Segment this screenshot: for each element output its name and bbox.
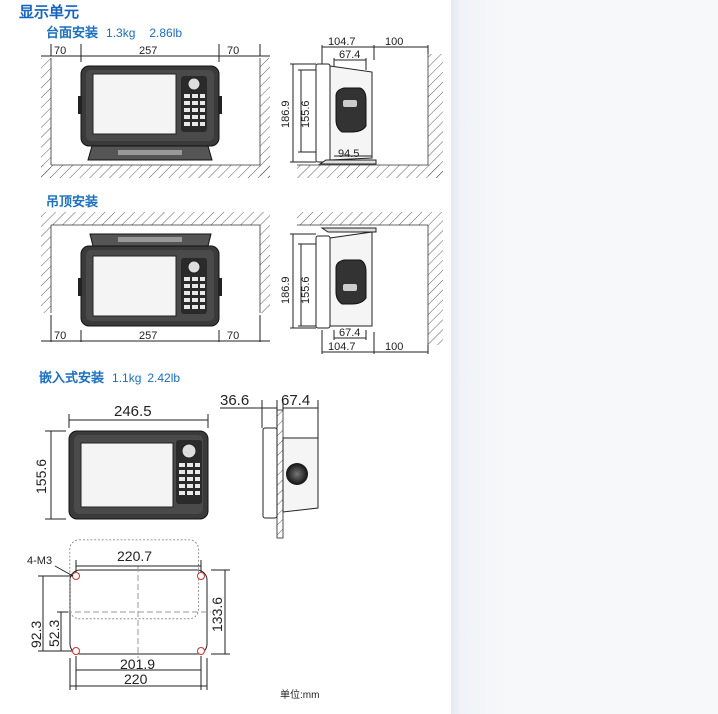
desk-dim-left-gap: 70	[54, 45, 66, 57]
ceiling-front-view	[41, 212, 270, 342]
cutout-dim-inner-width: 201.9	[120, 656, 155, 672]
cutout-template	[38, 539, 230, 690]
desk-dim-front-width: 257	[139, 45, 157, 57]
ceiling-dim-clearance: 100	[385, 341, 403, 353]
desk-dim-total-height: 186.9	[280, 100, 292, 128]
desk-mount-label: 台面安装	[46, 25, 99, 40]
desk-dim-clearance: 100	[385, 36, 403, 48]
ceiling-dim-right-gap: 70	[227, 330, 239, 342]
dimension-drawing: 70 257 70 104.7 67.4 100 186.9 155.6 94.…	[27, 36, 443, 690]
flush-dim-rear: 67.4	[281, 392, 310, 409]
page-title: 显示单元	[19, 4, 80, 21]
ceiling-dim-total-depth: 104.7	[328, 341, 356, 353]
ceiling-dim-front-width: 257	[139, 330, 157, 342]
desk-mount-heading: 台面安装 1.3kg 2.86lb	[46, 22, 182, 41]
flush-mount-label: 嵌入式安装	[39, 370, 105, 385]
ceiling-dim-total-height: 186.9	[280, 276, 292, 304]
desk-dim-base-depth: 94.5	[338, 148, 359, 160]
right-blank-panel	[451, 0, 718, 714]
flush-mount-heading: 嵌入式安装 1.1kg 2.42lb	[39, 367, 180, 386]
desk-front-view	[41, 44, 270, 178]
cutout-dim-height: 133.6	[209, 597, 225, 632]
cutout-dim-hole-span: 220.7	[117, 548, 152, 564]
ceiling-side-view	[290, 212, 443, 354]
desk-dim-body-height: 155.6	[300, 100, 312, 128]
flush-dim-width: 246.5	[114, 403, 152, 420]
desk-dim-total-depth: 104.7	[328, 36, 356, 48]
flush-weight-kg: 1.1kg	[112, 371, 142, 385]
desk-side-view	[290, 45, 443, 178]
desk-dim-bracket-depth: 67.4	[339, 49, 360, 61]
cutout-dim-half-height: 52.3	[46, 620, 62, 647]
ceiling-dim-bracket-depth: 67.4	[339, 327, 360, 339]
cutout-dim-width: 220	[124, 671, 148, 687]
flush-side-view	[220, 400, 319, 539]
flush-weight-lb: 2.42lb	[147, 371, 181, 385]
cutout-dim-hole-vertical: 92.3	[28, 621, 44, 648]
desk-dim-right-gap: 70	[227, 45, 239, 57]
flush-dim-height: 155.6	[33, 459, 49, 494]
flush-front-view	[45, 414, 209, 520]
unit-note: 单位:mm	[280, 690, 320, 701]
ceiling-dim-left-gap: 70	[54, 330, 66, 342]
cutout-screw-label: 4-M3	[27, 555, 52, 567]
ceiling-dim-body-height: 155.6	[300, 276, 312, 304]
desk-weight-lb: 2.86lb	[149, 26, 183, 40]
ceiling-mount-heading: 吊顶安装	[46, 194, 99, 209]
desk-weight-kg: 1.3kg	[106, 26, 136, 40]
flush-dim-front: 36.6	[220, 392, 249, 409]
